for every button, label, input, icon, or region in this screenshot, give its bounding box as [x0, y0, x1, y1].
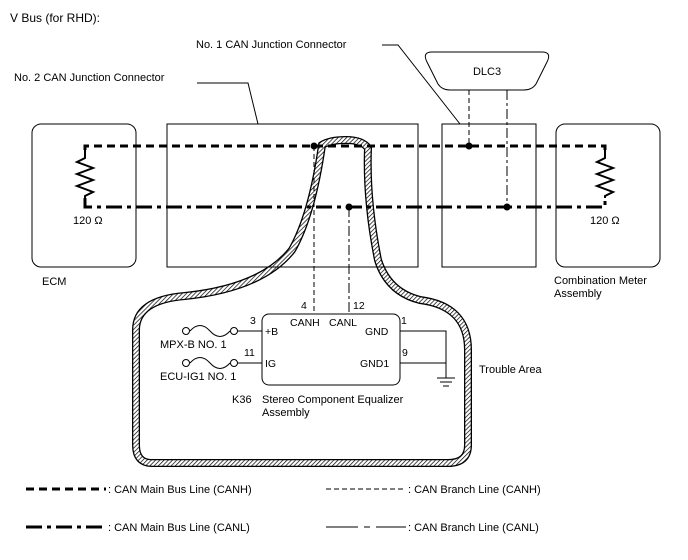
pin-gnd-number: 1 [401, 315, 407, 327]
can-main-bus-canl [83, 198, 607, 209]
dlc3-label: DLC3 [473, 66, 501, 78]
trouble-area-outline [132, 135, 472, 467]
component-name-2: Assembly [262, 407, 310, 419]
legend-main-canl-label: : CAN Main Bus Line (CANL) [108, 522, 250, 534]
fuse-ecu-ig1-label: ECU-IG1 NO. 1 [160, 371, 236, 383]
stereo-equalizer-box [261, 313, 401, 386]
pin-canh-label: CANH [290, 317, 320, 329]
resistor-meter-label: 120 Ω [590, 215, 620, 227]
resistor-meter [594, 150, 616, 198]
resistor-ecm [74, 150, 96, 198]
pin-b-number: 3 [250, 315, 256, 327]
legend-main-canh-label: : CAN Main Bus Line (CANH) [108, 484, 252, 496]
pin-canh-number: 4 [301, 300, 307, 312]
pin-ig-number: 11 [244, 347, 255, 359]
dlc3-connector [424, 51, 550, 91]
can-main-bus-canh [83, 144, 607, 150]
ground-wire-gnd [400, 330, 447, 378]
no2-junction-box [166, 123, 419, 268]
fuse-mpx-b [182, 325, 262, 337]
no1-junction-label: No. 1 CAN Junction Connector [196, 39, 347, 51]
fuse-mpx-b-label: MPX-B NO. 1 [160, 339, 227, 351]
junction-dot-dlc-canh [465, 142, 473, 150]
ground-symbol [437, 377, 455, 387]
pin-b-label: +B [265, 326, 278, 338]
pin-gnd-label: GND [365, 326, 389, 338]
legend-branch-canl-label: : CAN Branch Line (CANL) [408, 522, 539, 534]
trouble-area-label: Trouble Area [479, 364, 542, 376]
legend-branch-canh-label: : CAN Branch Line (CANH) [408, 484, 541, 496]
pin-gnd1-number: 9 [402, 347, 408, 359]
ecm-label: ECM [42, 276, 66, 288]
pin-ig-label: IG [265, 358, 276, 370]
pin-gnd1-label: GND1 [360, 358, 389, 370]
no1-junction-leader [382, 44, 461, 125]
combination-meter-label-1: Combination Meter [554, 275, 647, 287]
combination-meter-label-2: Assembly [554, 288, 602, 300]
pin-canl-label: CANL [329, 317, 357, 329]
no1-junction-box [441, 123, 537, 268]
resistor-ecm-label: 120 Ω [73, 215, 103, 227]
component-name-1: Stereo Component Equalizer [262, 394, 404, 406]
diagram-title: V Bus (for RHD): [10, 11, 100, 25]
fuse-ecu-ig1 [182, 357, 262, 369]
component-ref: K36 [232, 394, 252, 406]
pin-canl-number: 12 [353, 300, 365, 312]
no2-junction-label: No. 2 CAN Junction Connector [14, 72, 165, 84]
no2-junction-leader [197, 82, 259, 125]
